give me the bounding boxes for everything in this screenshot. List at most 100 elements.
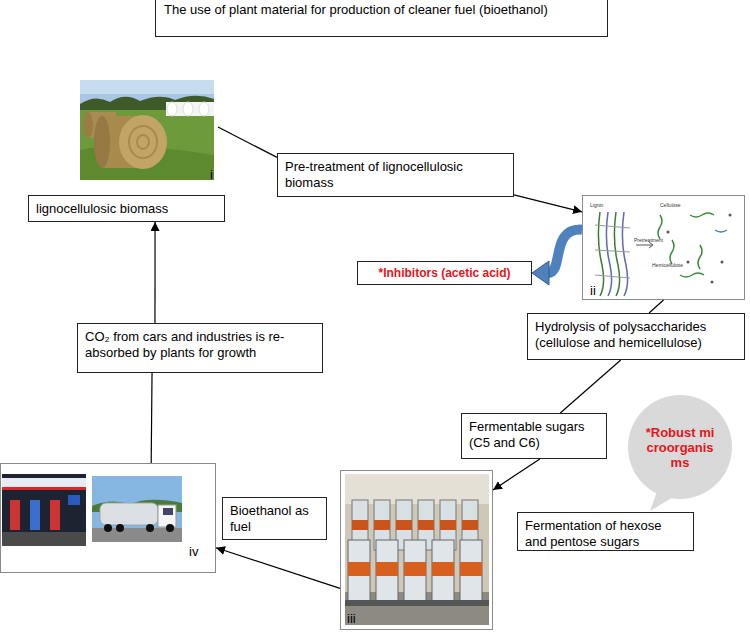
- process-box: Bioethanol as fuel: [222, 497, 327, 540]
- fuel-photos-part: [68, 495, 80, 505]
- hay-bale-photo-part: [167, 102, 177, 116]
- fermenter-photo-part: [376, 540, 398, 602]
- hay-bale-photo-part: [80, 80, 214, 94]
- figure-panel: iv: [0, 463, 216, 573]
- fuel-photos-part: [116, 524, 124, 532]
- hay-bale-photo-part: [80, 110, 214, 180]
- box-text: Hydrolysis of polysaccharides (cellulose…: [535, 319, 737, 351]
- callout-text: *Robust microorganisms: [643, 425, 717, 470]
- hay-bale-photo-part: [199, 102, 209, 116]
- fermenter-photo-part: [432, 540, 454, 602]
- curved-arrow: [532, 230, 582, 285]
- process-box: Pre-treatment of lignocellulosic biomass: [277, 153, 514, 197]
- connector-line: [216, 548, 340, 589]
- process-box: Hydrolysis of polysaccharides (cellulose…: [527, 313, 745, 360]
- stage-box: lignocellulosic biomass: [28, 195, 225, 222]
- fuel-photos-part: [100, 503, 158, 525]
- lignocellulose-figure-part: [614, 212, 619, 296]
- fermenter-photo-part: [396, 520, 412, 530]
- box-text: Pre-treatment of lignocellulosic biomass: [285, 159, 506, 191]
- fuel-photos-part: [104, 524, 112, 532]
- box-text: Fermentable sugars (C5 and C6): [469, 419, 599, 451]
- connector: [154, 222, 155, 323]
- hay-bale-photo: [80, 80, 214, 180]
- inhibitor-box: *Inhibitors (acetic acid): [357, 261, 532, 285]
- lignocellulose-figure-part: [711, 281, 714, 284]
- fermenter-photo-part: [348, 540, 370, 602]
- lignocellulose-figure-part: [721, 261, 724, 264]
- fuel-photos-part: [166, 524, 174, 532]
- connector: [514, 195, 582, 212]
- box-text: Fermentation of hexose and pentose sugar…: [525, 518, 686, 550]
- fuel-photos-part: [50, 500, 60, 530]
- fuel-photos-part: [10, 500, 20, 530]
- part-label: Pretreatment: [634, 237, 663, 243]
- lignocellulose-figure: [595, 212, 732, 296]
- connector-line: [514, 195, 582, 212]
- fuel-photos-part: [2, 532, 86, 546]
- connector-line: [493, 459, 540, 490]
- lignocellulose-figure-part: [636, 245, 652, 246]
- fermenter-photo-part: [460, 562, 482, 576]
- figure-panel: i: [80, 80, 218, 180]
- title-box: The use of plant material for production…: [155, 0, 608, 37]
- connector: [649, 300, 663, 313]
- connector: [560, 360, 620, 413]
- lignocellulose-figure-part: [670, 240, 674, 264]
- lignocellulose-figure-part: [687, 261, 690, 264]
- box-text: *Inhibitors (acetic acid): [361, 266, 528, 281]
- fuel-photos-part: [146, 524, 154, 532]
- figure-number: ii: [590, 284, 596, 298]
- hay-bale-photo-part: [94, 116, 110, 168]
- fermenter-photo-part: [345, 600, 489, 606]
- lignocellulose-figure-part: [595, 225, 630, 278]
- hay-bale-photo-part: [80, 80, 214, 180]
- hay-bale-photo-part: [137, 135, 149, 149]
- fuel-photos-part: [30, 500, 40, 530]
- connector-line: [560, 360, 620, 413]
- lignocellulose-figure-part: [598, 212, 603, 296]
- hay-bale-photo-part: [83, 112, 93, 138]
- connector-line: [154, 222, 155, 323]
- fuel-photos-part: [92, 476, 182, 542]
- lignocellulose-figure-part: [680, 273, 704, 277]
- fuel-photos-part: [2, 474, 86, 546]
- figure-panel: ii: [582, 195, 745, 300]
- lignocellulose-figure-part: [690, 213, 714, 217]
- part-label: Lignin: [590, 202, 603, 208]
- fermenter-photo-part: [432, 562, 454, 576]
- process-box: CO₂ from cars and industries is re-absor…: [77, 323, 323, 373]
- figure-number: i: [210, 168, 213, 182]
- connector: [216, 548, 340, 589]
- fermenter-photo-part: [345, 474, 489, 625]
- fermenter-photo-part: [348, 562, 370, 576]
- fermenter-photo: [345, 474, 489, 625]
- box-text: Bioethanol as fuel: [230, 503, 319, 535]
- connector-line: [649, 300, 663, 313]
- fermenter-photo-part: [460, 540, 482, 602]
- part-label: Cellulose: [660, 202, 681, 208]
- box-text: CO₂ from cars and industries is re-absor…: [85, 329, 315, 361]
- callout-bubble: *Robust microorganisms: [628, 395, 732, 499]
- lignocellulose-figure-part: [658, 215, 662, 239]
- curved-arrow-head: [532, 261, 549, 285]
- title-text: The use of plant material for production…: [164, 2, 554, 18]
- figure-panel: iii: [340, 470, 493, 630]
- hay-bale-photo-part: [129, 126, 157, 158]
- hay-bale-photo-part: [166, 102, 214, 116]
- lignocellulose-figure-part: [622, 212, 627, 296]
- fermenter-photo-part: [418, 520, 434, 530]
- lignocellulose-figure-part: [606, 212, 611, 296]
- fermenter-photo-part: [352, 520, 368, 530]
- connector-line: [218, 127, 277, 157]
- figure-number: iii: [347, 612, 356, 626]
- fuel-photos-part: [158, 505, 176, 527]
- fermenter-photo-part: [404, 562, 426, 576]
- fuel-photos: [2, 474, 182, 546]
- fermenter-photo-part: [376, 562, 398, 576]
- hay-bale-photo-part: [183, 102, 193, 116]
- fermenter-photo-part: [462, 520, 478, 530]
- part-label: Hemicellulose: [652, 262, 683, 268]
- fermenter-photo-part: [404, 540, 426, 602]
